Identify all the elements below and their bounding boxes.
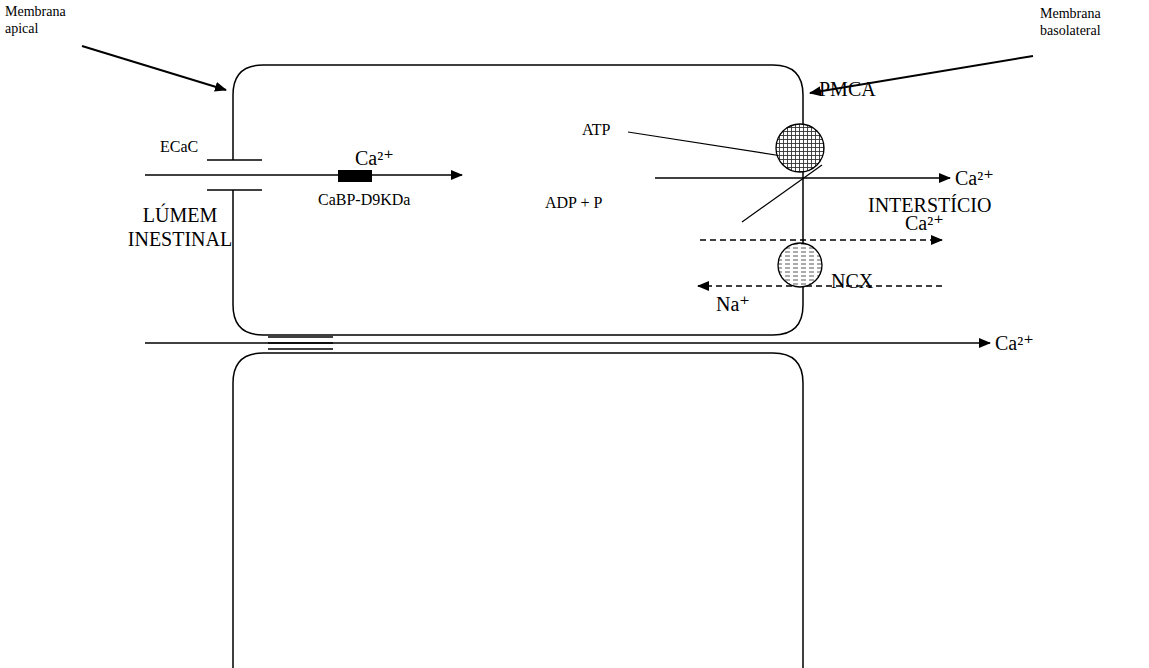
channel-bar — [207, 159, 262, 161]
calbindin-block — [338, 170, 372, 182]
membrane-label: Membrana basolateral — [1040, 6, 1140, 40]
ion-label: Na⁺ — [716, 292, 750, 316]
tight-junction — [268, 348, 333, 349]
pump-circle: PMCA — [775, 123, 825, 173]
channel-label: ECaC — [160, 137, 198, 156]
flux-arrow — [145, 174, 462, 176]
channel-bar — [207, 189, 262, 191]
protein-label: CaBP-D9KDa — [318, 190, 410, 209]
ion-label: Ca²⁺ — [355, 146, 394, 170]
energy-label: ADP + P — [545, 193, 602, 212]
region-label: LÚMEM INESTINAL — [112, 203, 248, 251]
membrane-label: Membrana apical — [5, 4, 90, 38]
pointer-arrow — [82, 46, 226, 90]
exchanger-circle: NCX — [777, 242, 823, 288]
flux-arrow — [700, 239, 942, 240]
protein-label: NCX — [831, 269, 873, 293]
ion-label: Ca²⁺ — [905, 211, 944, 235]
circle-outline — [777, 242, 823, 288]
energy-label: ATP — [582, 120, 610, 139]
protein-label: PMCA — [819, 77, 876, 101]
circle-outline — [775, 123, 825, 173]
flux-arrow — [698, 285, 942, 286]
leader-line — [742, 165, 822, 222]
flux-arrow — [145, 342, 990, 344]
ion-label: Ca²⁺ — [955, 166, 994, 190]
enterocyte-outline — [233, 65, 803, 335]
ion-label: Ca²⁺ — [995, 331, 1034, 355]
enterocyte-outline — [233, 353, 803, 668]
tight-junction — [268, 336, 333, 337]
leader-line — [628, 132, 782, 156]
